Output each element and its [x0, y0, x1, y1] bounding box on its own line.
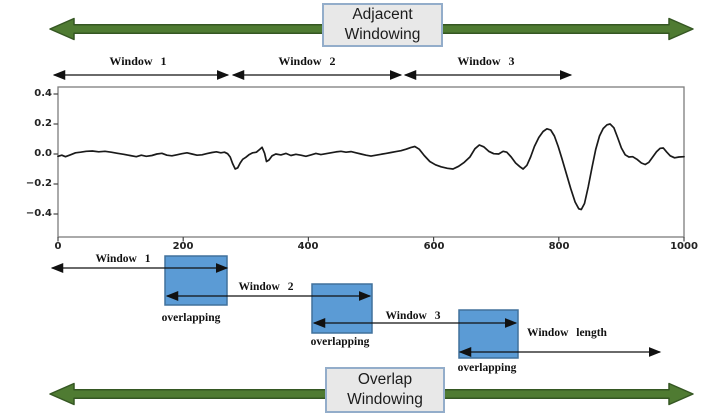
plot-frame [57, 86, 685, 238]
adjacent-banner-line1: Adjacent [352, 5, 413, 23]
y-tick-00: 0.0 [34, 148, 52, 159]
y-tick-m02: −0.2 [25, 178, 52, 189]
x-tick-800: 800 [548, 241, 570, 252]
adjacent-window3-label: Window 3 [457, 54, 515, 68]
x-tick-marks [57, 237, 685, 242]
overlap-banner-line1: Overlap [357, 370, 413, 388]
overlapping-label-1: overlapping [161, 312, 221, 324]
x-tick-600: 600 [423, 241, 445, 252]
overlap-window1-label: Window 1 [95, 253, 151, 265]
x-tick-1000: 1000 [670, 241, 698, 252]
overlapping-label-3: overlapping [457, 362, 517, 374]
y-tick-m04: −0.4 [25, 208, 52, 219]
adjacent-window1-label: Window 1 [109, 54, 167, 68]
y-tick-02: 0.2 [34, 118, 52, 129]
adjacent-banner-line2: Windowing [344, 26, 421, 43]
overlap-banner-line2: Windowing [347, 391, 423, 408]
y-tick-marks [53, 93, 58, 215]
overlap-window3-label: Window 3 [385, 310, 441, 322]
x-tick-0: 0 [54, 241, 62, 252]
overlapping-label-2: overlapping [310, 336, 370, 348]
x-tick-200: 200 [172, 241, 194, 252]
window-length-label: Window length [527, 327, 607, 339]
overlap-window2-label: Window 2 [238, 281, 294, 293]
overlap-windowing-banner: Overlap Windowing [325, 367, 445, 413]
x-tick-400: 400 [297, 241, 319, 252]
adjacent-windowing-banner: Adjacent Windowing [322, 3, 443, 47]
y-tick-04: 0.4 [34, 88, 52, 99]
signal-line [57, 123, 685, 211]
adjacent-window2-label: Window 2 [278, 54, 336, 68]
